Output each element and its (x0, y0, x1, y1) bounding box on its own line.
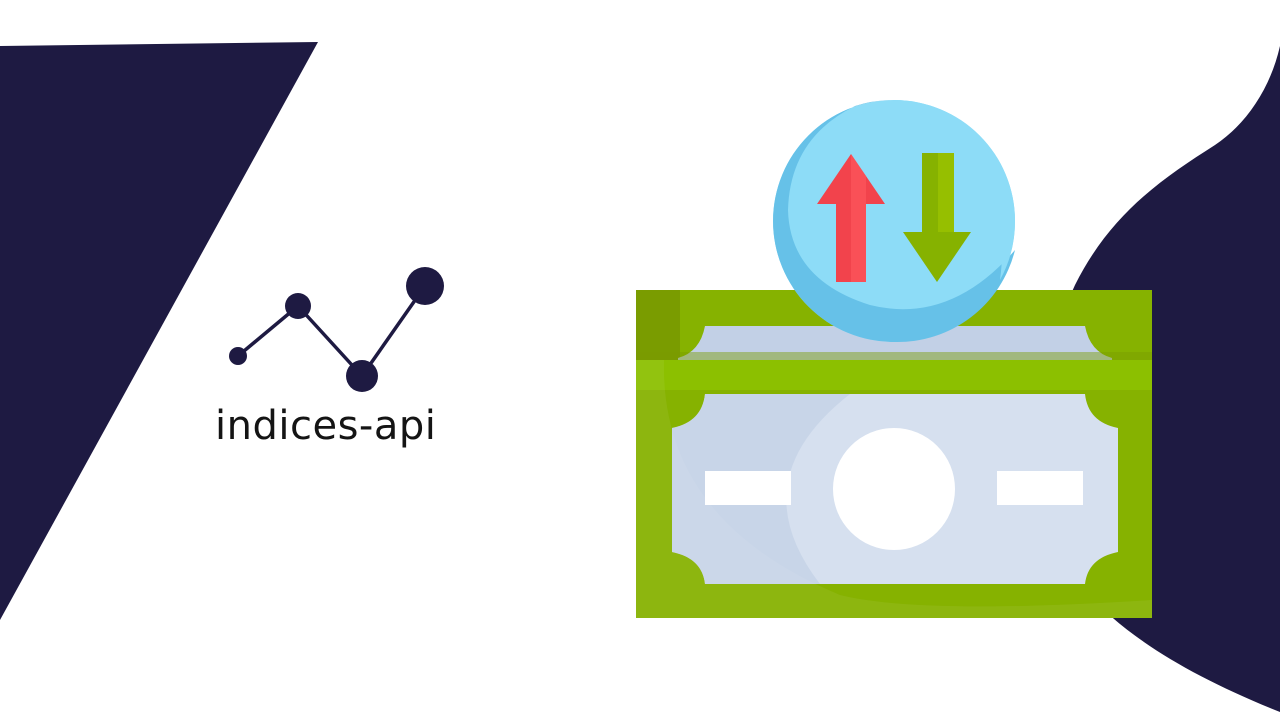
chart-node-1 (229, 347, 247, 365)
chart-node-4 (406, 267, 444, 305)
arrow-up-icon (817, 154, 885, 282)
bill-stripe-right (997, 471, 1083, 505)
bill-stripe-left (705, 471, 791, 505)
banknote-icon (636, 360, 1152, 618)
chart-node-2 (285, 293, 311, 319)
exchange-coin-icon (773, 100, 1016, 343)
bill-center-circle (833, 428, 955, 550)
logo: indices-api (205, 258, 475, 458)
chart-node-3 (346, 360, 378, 392)
banknote-illustration (636, 100, 1152, 618)
left-navy-shape (0, 42, 318, 620)
arrow-down-icon (903, 153, 971, 282)
line-chart-nodes-icon (229, 267, 444, 392)
logo-text: indices-api (215, 403, 437, 449)
